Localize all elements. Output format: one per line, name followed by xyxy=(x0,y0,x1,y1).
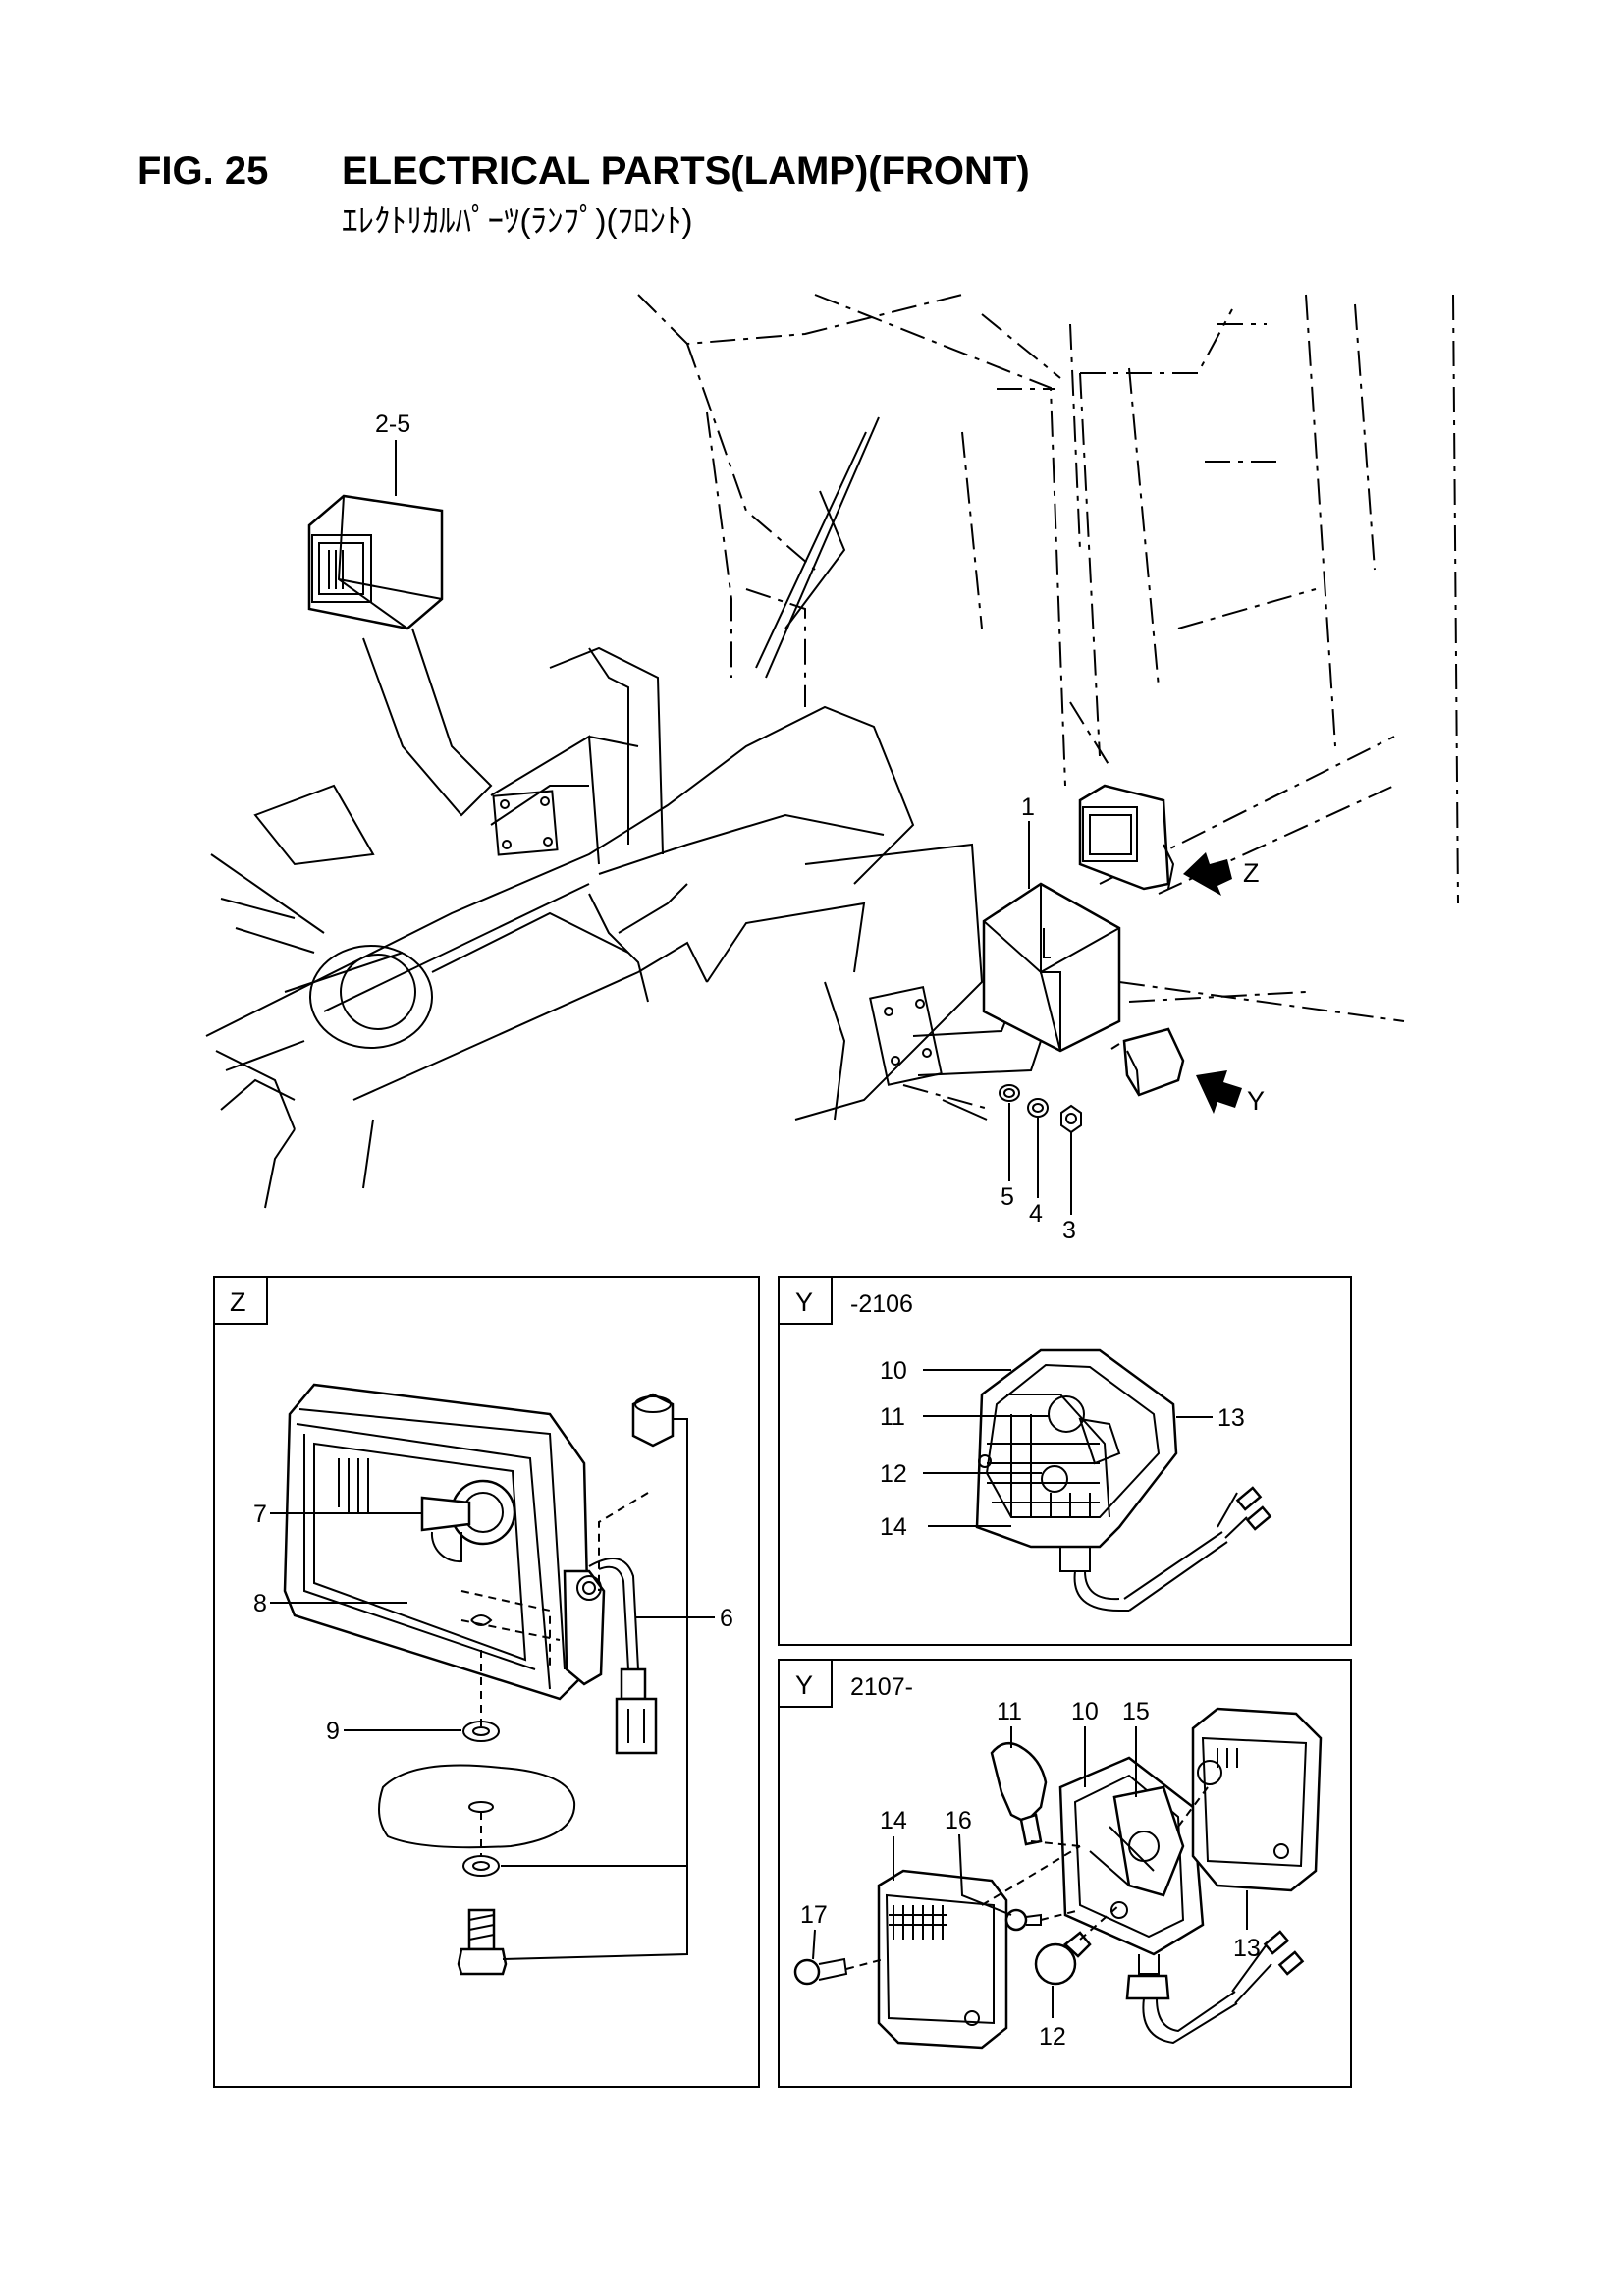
callout-12-b: 12 xyxy=(1039,2023,1066,2050)
detail-y2-serial: 2107- xyxy=(850,1673,913,1701)
callout-16: 16 xyxy=(945,1807,972,1834)
callout-10-b: 10 xyxy=(1071,1698,1099,1725)
detail-y1-label: Y xyxy=(795,1287,813,1317)
machine-overview xyxy=(205,294,1459,1215)
detail-y1-serial: -2106 xyxy=(850,1290,913,1318)
callout-9: 9 xyxy=(326,1718,340,1745)
callout-10: 10 xyxy=(880,1357,907,1385)
view-label-y: Y xyxy=(1247,1086,1265,1116)
callout-14-b: 14 xyxy=(880,1807,907,1834)
view-label-z: Z xyxy=(1243,858,1260,888)
callout-1: 1 xyxy=(1021,793,1035,821)
figure-subtitle: ｴﾚｸﾄﾘｶﾙﾊﾟｰﾂ(ﾗﾝﾌﾟ)(ﾌﾛﾝﾄ) xyxy=(342,202,693,239)
callout-14: 14 xyxy=(880,1513,907,1541)
callout-15: 15 xyxy=(1122,1698,1150,1725)
work-lamp-left xyxy=(307,494,444,630)
detail-y1-panel: Y -2106 xyxy=(778,1276,1352,1646)
callout-4: 4 xyxy=(1029,1200,1043,1228)
arrow-y xyxy=(1196,1070,1242,1114)
detail-y2-panel: Y 2107- xyxy=(778,1659,1352,2088)
callout-11-b: 11 xyxy=(997,1698,1022,1725)
callout-11: 11 xyxy=(880,1403,905,1431)
callout-7: 7 xyxy=(253,1501,267,1528)
callout-12: 12 xyxy=(880,1460,907,1488)
detail-z-label: Z xyxy=(230,1287,246,1317)
work-lamp-right xyxy=(1078,784,1175,891)
callout-5: 5 xyxy=(1001,1183,1014,1211)
turn-lamp xyxy=(1110,1027,1185,1097)
arrow-z xyxy=(1183,852,1232,896)
lamp-housing-1 xyxy=(982,882,1121,1053)
callout-6: 6 xyxy=(720,1605,733,1632)
callout-2-5: 2-5 xyxy=(375,410,410,438)
callout-17: 17 xyxy=(800,1901,828,1929)
callout-8: 8 xyxy=(253,1590,267,1617)
detail-y2-label: Y xyxy=(795,1670,813,1700)
callout-13: 13 xyxy=(1217,1404,1245,1432)
callout-3: 3 xyxy=(1062,1217,1076,1244)
detail-z-panel: Z xyxy=(213,1276,760,2088)
callout-13-b: 13 xyxy=(1233,1935,1261,1962)
figure-title: ELECTRICAL PARTS(LAMP)(FRONT) xyxy=(342,149,1030,192)
figure-number: FIG. 25 xyxy=(137,149,269,192)
